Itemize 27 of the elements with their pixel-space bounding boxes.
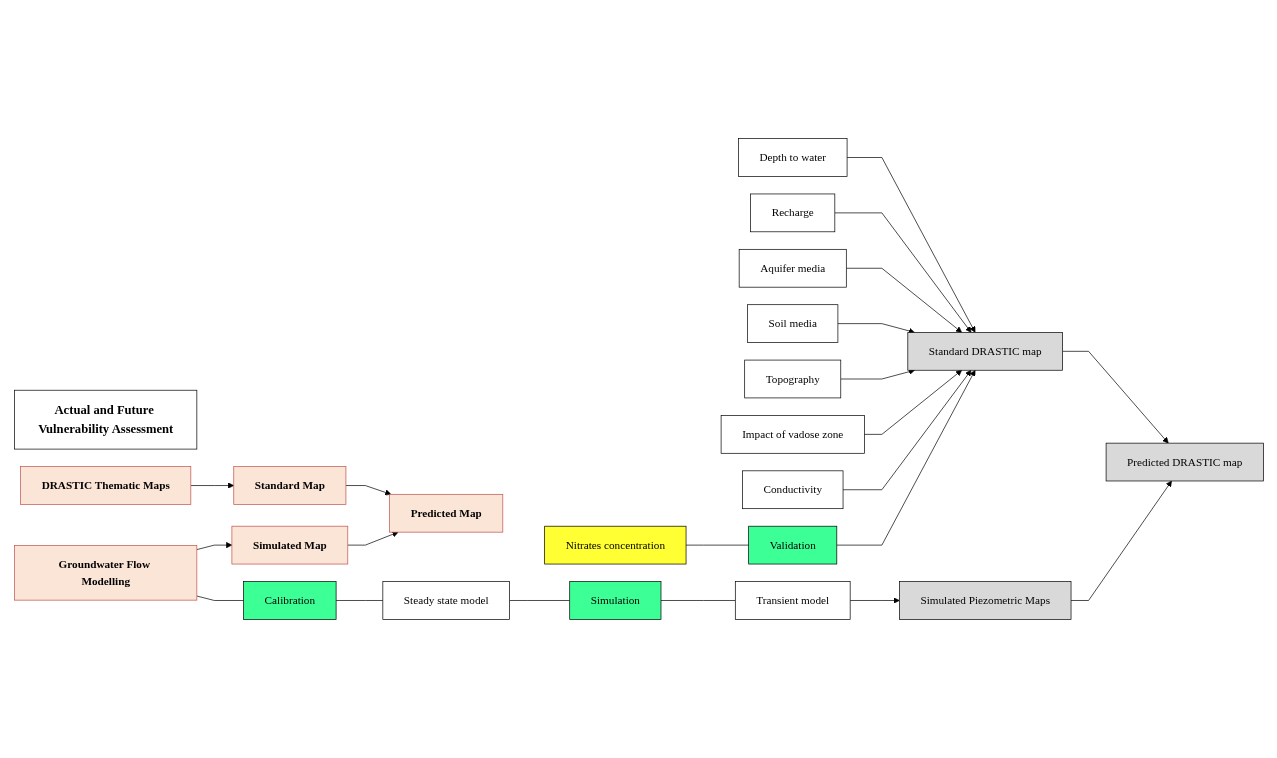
node-box: Calibration <box>242 581 336 620</box>
node-box: Nitrates concentration <box>543 525 686 565</box>
node-box: Conductivity <box>741 470 843 510</box>
node-box: Transient model <box>734 581 850 620</box>
node-box: Depth to water <box>737 138 847 177</box>
connector <box>685 544 749 546</box>
node-box: Actual and Future Vulnerability Assessment <box>13 389 197 450</box>
node-box: Simulated Piezometric Maps <box>898 581 1071 620</box>
connector <box>196 595 244 601</box>
connector <box>335 600 383 601</box>
node-box: Simulated Map <box>231 525 348 565</box>
node-box: DRASTIC Thematic Maps <box>19 466 191 505</box>
connector <box>660 600 736 601</box>
node-box: Impact of vadose zone <box>720 415 865 454</box>
node-box: Simulation <box>568 581 661 620</box>
node-box: Steady state model <box>382 581 510 620</box>
node-box: Topography <box>743 359 841 399</box>
node-box: Validation <box>747 525 837 565</box>
node-box: Groundwater Flow Modelling <box>13 545 197 601</box>
node-box: Recharge <box>749 193 835 233</box>
node-box: Predicted DRASTIC map <box>1105 442 1264 482</box>
node-box: Standard Map <box>232 466 346 505</box>
node-box: Predicted Map <box>388 493 503 533</box>
node-box: Aquifer media <box>738 249 847 288</box>
node-box: Standard DRASTIC map <box>906 332 1063 371</box>
connector <box>508 600 570 601</box>
node-box: Soil media <box>746 304 838 343</box>
